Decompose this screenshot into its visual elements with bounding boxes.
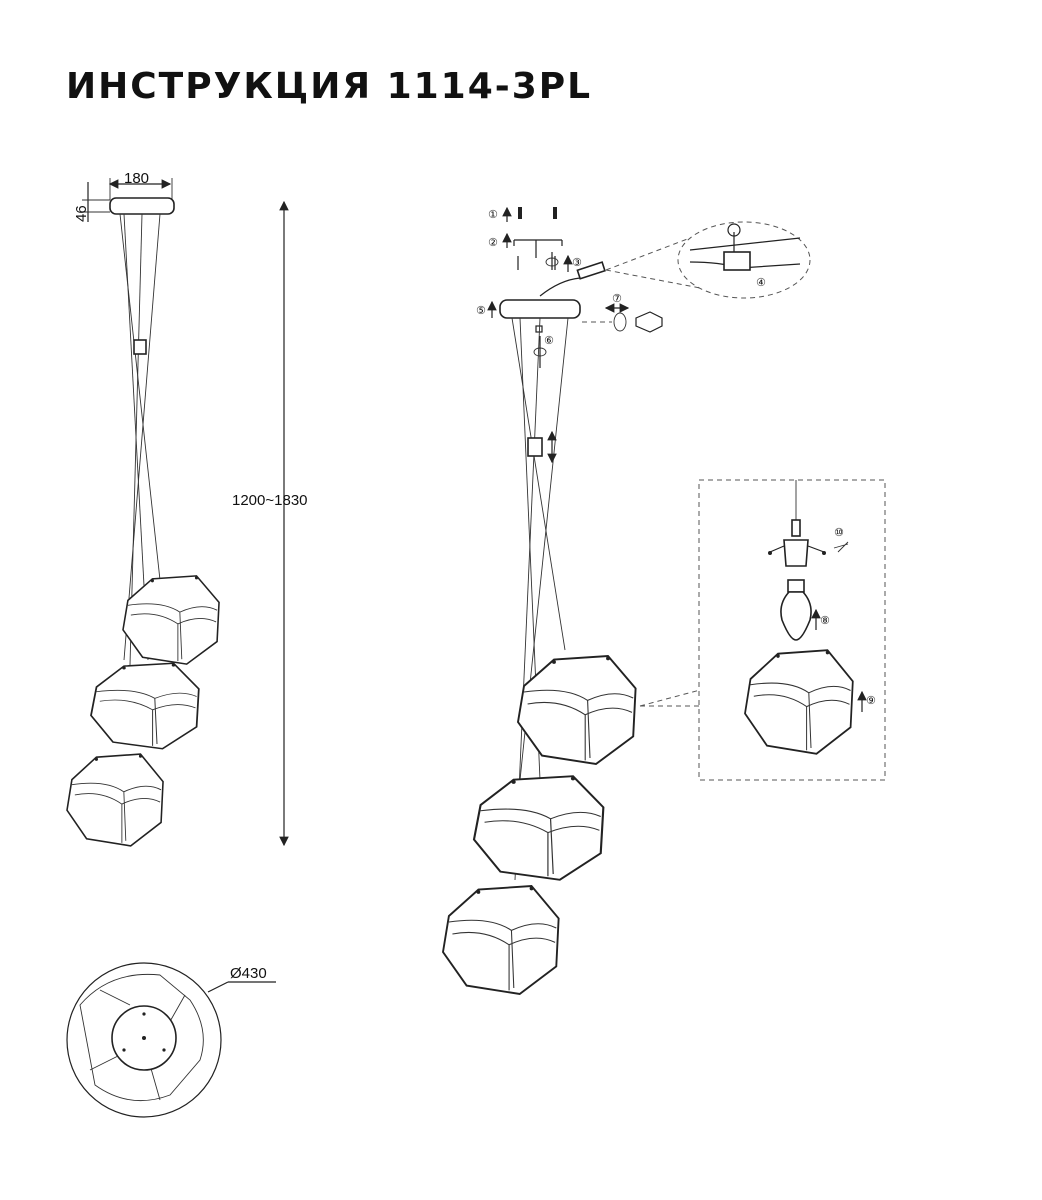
- shade-middle: [90, 662, 200, 750]
- shade-bottom: [66, 753, 164, 847]
- diameter-label: Ø430: [230, 965, 267, 982]
- plan-view: Ø430: [66, 962, 276, 1118]
- bulb-icon: [780, 591, 812, 641]
- step-10-label: ⑩: [834, 526, 844, 539]
- cable-slider: [133, 339, 147, 355]
- step-4-label: ④: [756, 276, 766, 289]
- page-title: ИНСТРУКЦИЯ 1114-3PL: [66, 66, 593, 107]
- screwdriver-icon: [635, 311, 663, 333]
- width-label: 180: [124, 170, 149, 187]
- wall-plug-icon-2: [553, 207, 557, 219]
- front-elevation: 180 46 1200~1830: [66, 170, 308, 847]
- step-9-label: ⑨: [866, 694, 876, 707]
- wall-plug-icon: [518, 207, 522, 219]
- canopy-height-label: 46: [73, 205, 90, 222]
- length-label: 1200~1830: [232, 492, 308, 509]
- bulb-base: [787, 579, 805, 593]
- ceiling-canopy: [109, 197, 175, 215]
- ceiling-canopy-assembly: [499, 299, 581, 319]
- step-8-label: ⑧: [820, 614, 830, 627]
- step-3-label: ③: [572, 256, 582, 269]
- shade-detail: [744, 649, 854, 755]
- terminal-block: [576, 261, 606, 280]
- wiring-detail-callout: [677, 221, 811, 299]
- plan-outline-circle: [66, 962, 222, 1118]
- step-6-label: ⑥: [544, 334, 554, 347]
- terminal-detail: [723, 251, 751, 271]
- bulb-installation-detail: [698, 479, 886, 781]
- assembly-view: ① ② ③ ④ ⑤ ⑥: [442, 206, 886, 995]
- lamp-holder: [783, 539, 809, 567]
- step-1-label: ①: [488, 208, 498, 221]
- step-7-label: ⑦: [612, 292, 622, 305]
- shade-top: [122, 575, 220, 665]
- shade-bottom-assembly: [442, 885, 560, 995]
- step-5-label: ⑤: [476, 304, 486, 317]
- step-2-label: ②: [488, 236, 498, 249]
- cable-slider-assembly: [527, 437, 543, 457]
- mounting-bracket: [513, 239, 563, 246]
- shade-middle-assembly: [472, 775, 605, 881]
